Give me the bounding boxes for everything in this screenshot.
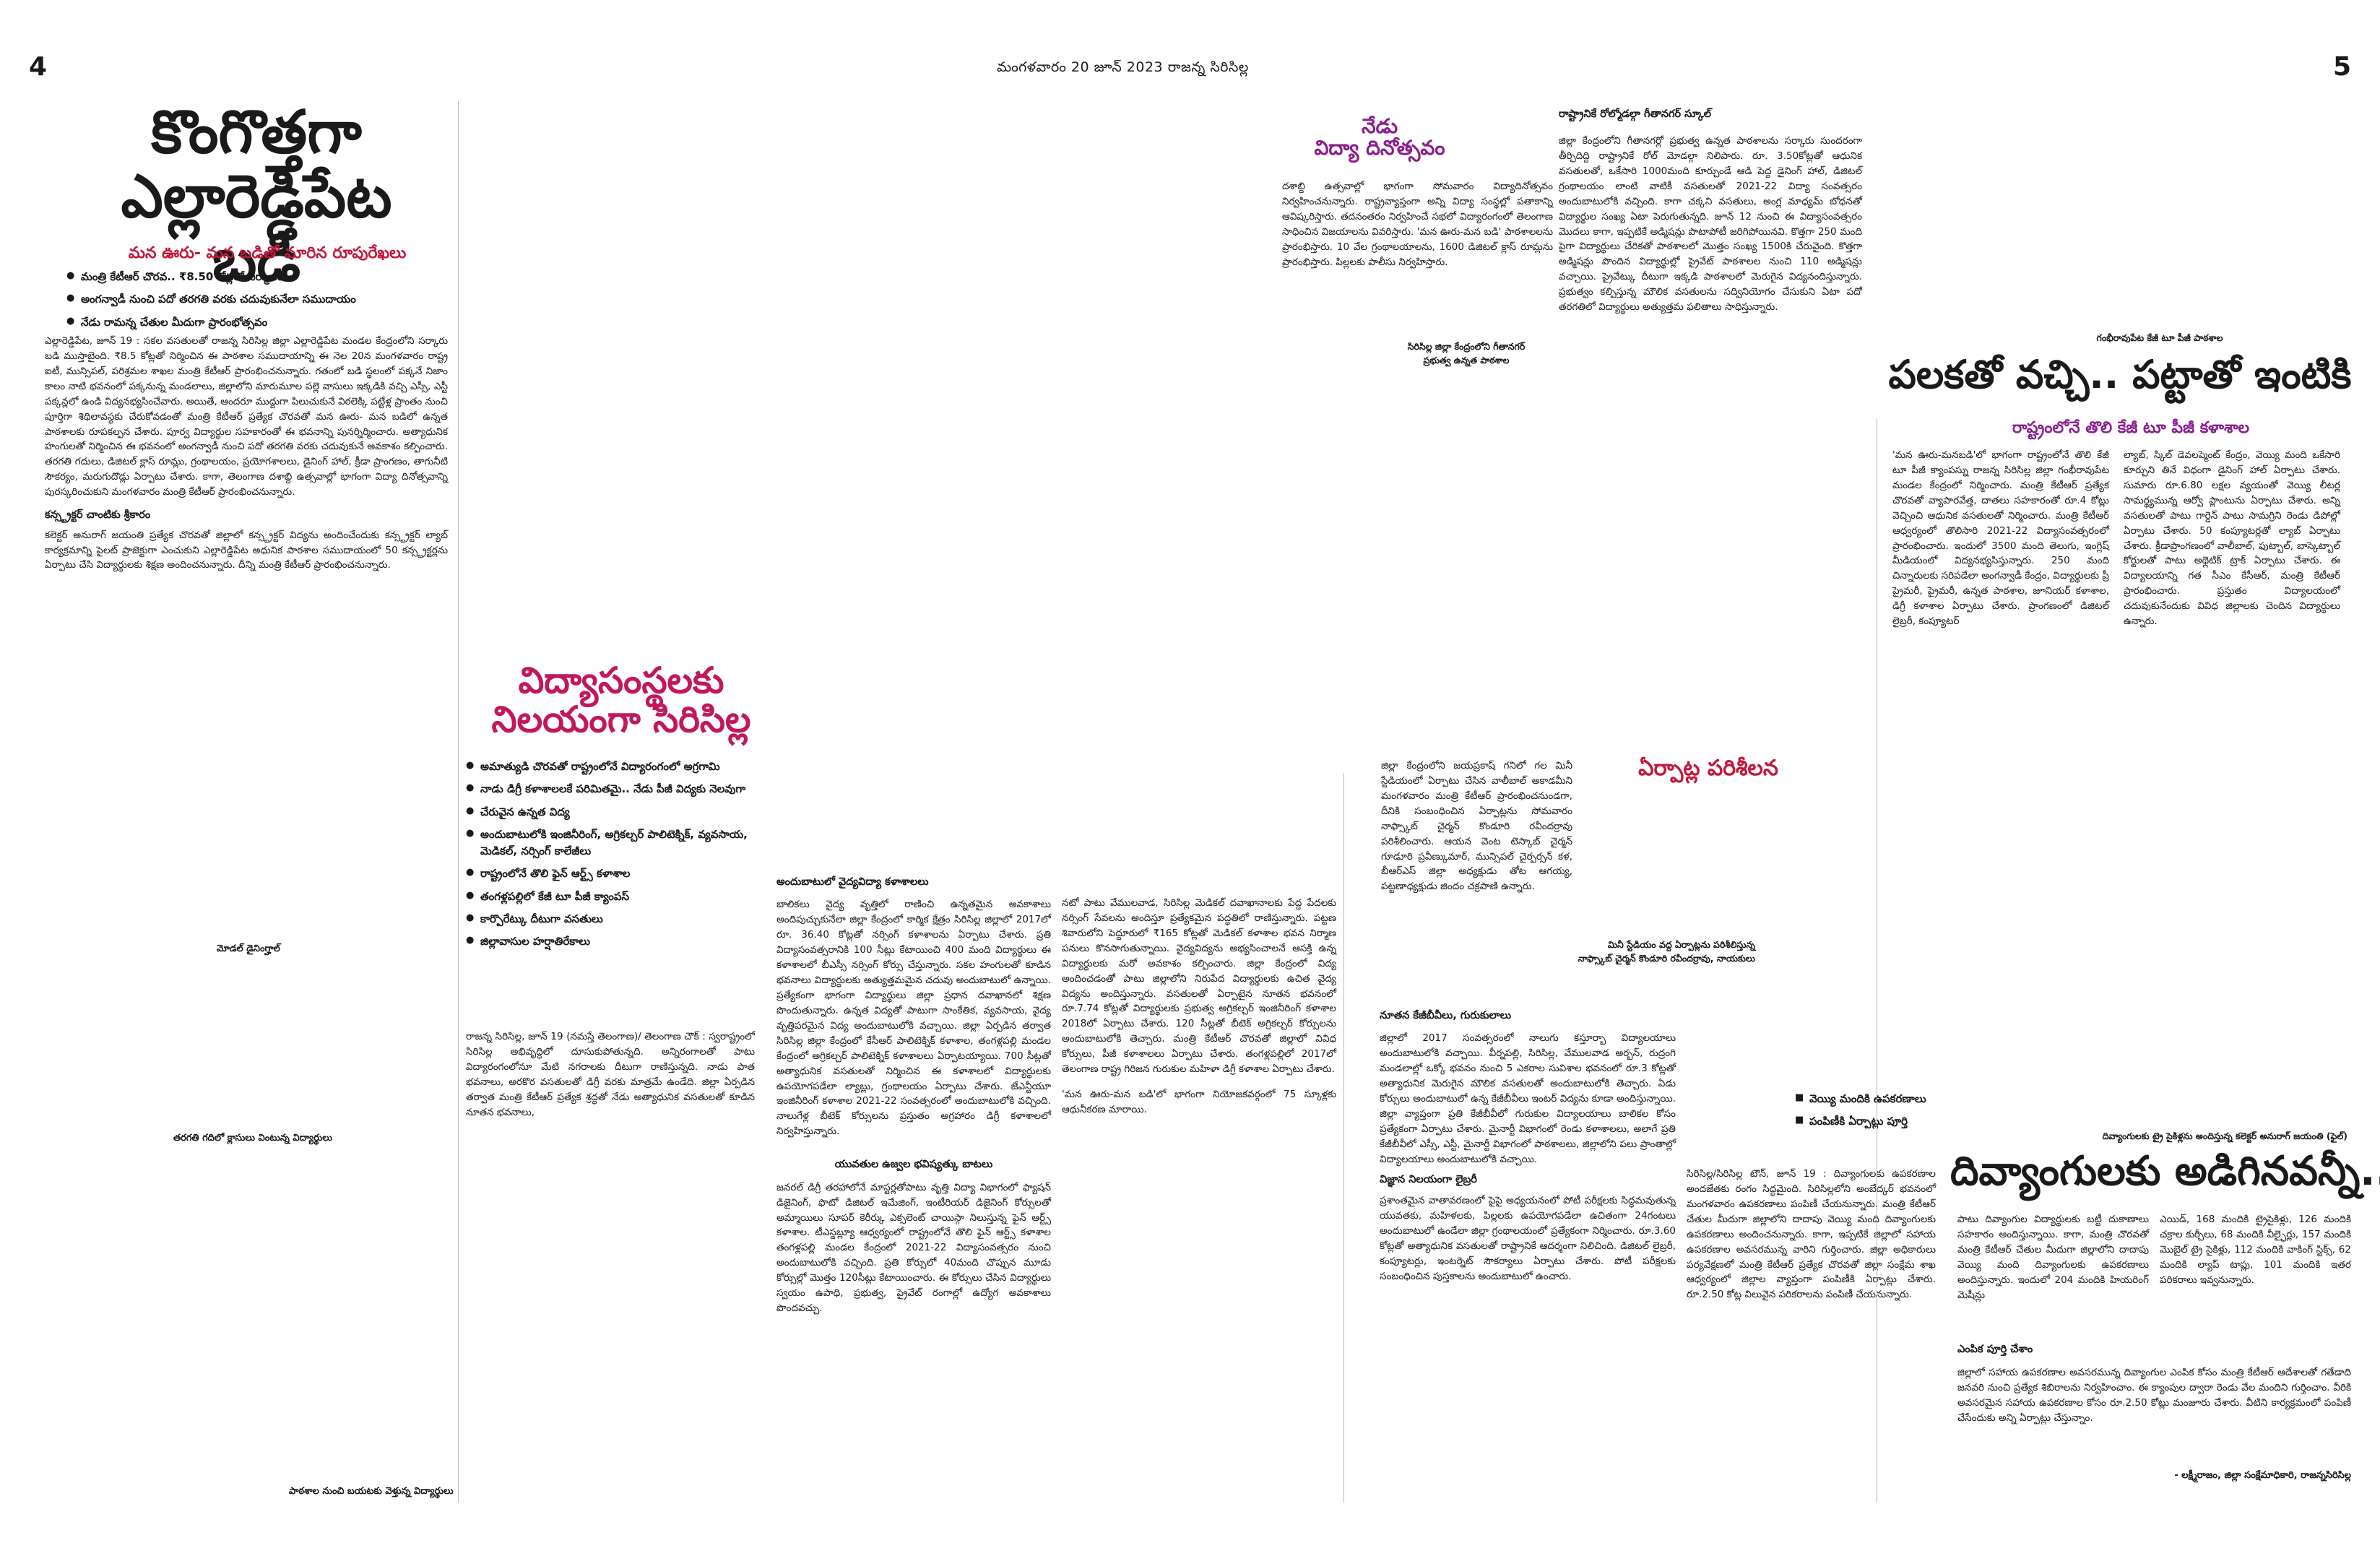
story2-bullet: అందుబాటులోకి ఇంజినీరింగ్, అగ్రికల్చర్ పా… bbox=[466, 826, 769, 860]
story1-headline: కొంగొత్తగా ఎల్లారెడ్డిపేట బడి bbox=[69, 98, 444, 295]
story3-caption-line1: సిరిసిల్ల జిల్లా కేంద్రంలోని గీతానగర్ bbox=[1407, 341, 1526, 352]
story3-photo-caption: సిరిసిల్ల జిల్లా కేంద్రంలోని గీతానగర్ ప్… bbox=[1365, 341, 1567, 368]
classroom-photo bbox=[45, 968, 449, 1127]
story3-headline-block: నేడు విద్యా దినోత్సవం bbox=[1297, 114, 1463, 160]
story6-body-2: ల్యాబ్, స్కిల్ డెవలప్మెంట్ కేంద్రం, వెయ్… bbox=[2124, 449, 2340, 628]
story4-body: జిల్లా కేంద్రంలోని గీతానగర్లో ప్రభుత్వ ఉ… bbox=[1559, 135, 1862, 314]
story7-byline: - లక్ష్మీరాజం, జిల్లా సంక్షేమాధికారి, రా… bbox=[2174, 1470, 2351, 1481]
story1-headline-line2: ఎల్లారెడ్డిపేట బడి bbox=[121, 162, 392, 295]
page-number-right: 5 bbox=[2333, 52, 2352, 82]
story2-bullet: తంగళ్లపల్లిలో కేజీ టూ పీజీ క్యాంపస్ bbox=[466, 889, 769, 905]
story2-headline-line1: విద్యాసంస్థలకు bbox=[518, 660, 724, 701]
story2-headline: విద్యాసంస్థలకు నిలయంగా సిరిసిల్ల bbox=[477, 661, 766, 739]
story2-bullets: అమాత్యుడి చొరవతో రాష్ట్రంలోనే విద్యారంగం… bbox=[466, 758, 769, 956]
story6-subheadline: రాష్ట్రంలోనే తొలి కేజీ టూ పీజీ కళాశాల bbox=[2012, 419, 2250, 437]
story2-bullet: జిల్లావాసుల హర్షాతిరేకాలు bbox=[466, 933, 769, 950]
story2-body-2: అందుబాటులో వైద్యవిద్యా కళాశాలలు బాలికలు … bbox=[776, 874, 1051, 1316]
story7-body-2: ఎయిడ్, 168 మందికి ట్రైసైకిళ్లు, 126 మంది… bbox=[2160, 1214, 2351, 1286]
story5-body-text-3: ప్రశాంతమైన వాతావరణంలో పైపై అధ్యయనంలో పోట… bbox=[1380, 1195, 1676, 1282]
story1-subheadline: మన ఊరు- మన బడితో మారిన రూపురేఖలు bbox=[128, 244, 407, 262]
story1-bullets: మంత్రి కేటీఆర్ చొరవ.. ₹8.50 కోట్లతో నిర్… bbox=[66, 269, 442, 337]
story2-body-text-2: బాలికలు వైద్య వృత్తిలో రాణించి ఉన్నతమైన … bbox=[776, 899, 1051, 1138]
dateline: మంగళవారం 20 జూన్ 2023 రాజన్న సిరిసిల్ల bbox=[997, 59, 1249, 75]
story1-bullet: మంత్రి కేటీఆర్ చొరవ.. ₹8.50 కోట్లతో నిర్… bbox=[66, 269, 442, 285]
story1-bullet: నేడు రామన్న చేతుల మీదుగా ప్రారంభోత్సవం bbox=[66, 314, 442, 331]
story3-body: దశాబ్ది ఉత్సవాల్లో భాగంగా సోమవారం విద్యా… bbox=[1282, 181, 1553, 268]
story6-headline: పలకతో వచ్చి.. పట్టాతో ఇంటికి bbox=[1888, 352, 2352, 397]
story3-headline: విద్యా దినోత్సవం bbox=[1314, 136, 1445, 160]
story2-bullet: నాడు డిగ్రీ కళాశాలలకే పరిమితమై.. నేడు పీ… bbox=[466, 781, 769, 798]
story6-kicker: గంభీరావుపేట కేజీ టూ పీజీ పాఠశాల bbox=[2096, 332, 2223, 343]
story7-kicker: దివ్యాంగులకు ట్రై సైకిళ్లను అందిస్తున్న … bbox=[2102, 1131, 2347, 1141]
story1-headline-line1: కొంగొత్తగా bbox=[151, 98, 362, 167]
page-number-left: 4 bbox=[29, 52, 48, 82]
story2-body-4: నటో పాటు వేములవాడ, సిరిసిల్ల మెడికల్ దవా… bbox=[1062, 896, 1336, 1118]
story5-photo-caption: మినీ స్టేడియం వద్ద ఏర్పాట్లను పరిశీలిస్త… bbox=[1452, 939, 1755, 967]
story5-body-text-2: జిల్లాలో 2017 సంవత్సరంలో నాలుగు కస్తూర్బ… bbox=[1380, 1032, 1676, 1165]
story2-body-text-4: నటో పాటు వేములవాడ, సిరిసిల్ల మెడికల్ దవా… bbox=[1062, 897, 1336, 1076]
story2-headline-line2: నిలయంగా సిరిసిల్ల bbox=[491, 699, 751, 740]
story5-body-4: సిరిసిల్ల/సిరిసిల్ల టౌన్, జూన్ 19 : దివ్… bbox=[1687, 1168, 1936, 1301]
story2-body-1: రాజన్న సిరిసిల్ల, జూన్ 19 (నమస్తే తెలంగా… bbox=[466, 1031, 755, 1118]
dining-hall-photo bbox=[45, 784, 449, 957]
story5-caption-line2: నాఫ్స్కాబ్ చైర్మన్ కొండూరి రవీందర్రావు, … bbox=[1578, 953, 1755, 964]
story7-body-3: జిల్లాలో సహాయ ఉపకరణాల అవసరమున్న దివ్యాంగ… bbox=[1957, 1367, 2351, 1424]
story1-subhead: కన్స్ట్రక్టర్ చాంటికు శ్రీకారం bbox=[45, 509, 151, 522]
story5-box-bullet: వెయ్యి మందికి ఉపకరణాలు bbox=[1795, 1091, 1954, 1107]
story5-body-2: నూతన కేజీబీవీలు, గురుకులాలు జిల్లాలో 201… bbox=[1380, 1008, 1676, 1284]
story1-bullet: అంగన్వాడీ నుంచి పదో తరగతి వరకు చదువుకునే… bbox=[66, 291, 442, 308]
school-exit-photo bbox=[45, 1156, 449, 1481]
column-rule bbox=[458, 101, 459, 1503]
story5-caption-line1: మినీ స్టేడియం వద్ద ఏర్పాట్లను పరిశీలిస్త… bbox=[1607, 939, 1755, 950]
story5-box-bullet: పంపిణీకి ఏర్పాట్లు పూర్తి bbox=[1795, 1113, 1954, 1130]
story7-subhead: ఎంపిక పూర్తి చేశాం bbox=[1957, 1344, 2033, 1355]
school-exit-caption: పాఠశాల నుంచి బయటకు వెళ్తున్న విద్యార్థుల… bbox=[289, 1486, 454, 1497]
story1-body-text: ఎల్లారెడ్డిపేట, జూన్ 19 : సకల వసతులతో రా… bbox=[45, 335, 448, 498]
story2-subhead-b: యువతుల ఉజ్వల భవిష్యత్కు బాటలు bbox=[834, 1159, 993, 1171]
story2-subhead-a: అందుబాటులో వైద్యవిద్యా కళాశాలలు bbox=[776, 876, 929, 888]
story2-bullet: రాష్ట్రంలోనే తొలి ఫైన్ ఆర్ట్స్ కళాశాల bbox=[466, 865, 769, 882]
story5-body: జిల్లా కేంద్రంలోని జయప్రకాష్ గనిలో గల మి… bbox=[1381, 760, 1572, 893]
story1-body: ఎల్లారెడ్డిపేట, జూన్ 19 : సకల వసతులతో రా… bbox=[45, 334, 448, 573]
story7-headline: దివ్యాంగులకు అడిగినవన్నీ.. bbox=[1950, 1148, 2380, 1195]
dining-hall-caption: మోడల్ డైనింగ్హాల్ bbox=[217, 943, 280, 954]
story1-body-text-2: కలెక్టర్ అనురాగ్ జయంతి ప్రత్యేక చొరవతో జ… bbox=[45, 529, 448, 571]
story5-subhead-b: విజ్ఞాన నిలయంగా లైబ్రరీ bbox=[1380, 1173, 1477, 1185]
story2-body-text-5: 'మన ఊరు-మన బడి'లో భాగంగా నియోజకవర్గంలో 7… bbox=[1062, 1089, 1336, 1115]
story6-body-1: 'మన ఊరు-మనబడి'లో భాగంగా రాష్ట్రంలోనే తొల… bbox=[1892, 449, 2109, 628]
story4-subhead: రాష్ట్రానికే రోల్మోడల్గా గీతానగర్ స్కూల్ bbox=[1559, 108, 1711, 120]
column-rule bbox=[1343, 773, 1344, 1503]
story3-caption-line2: ప్రభుత్వ ఉన్నత పాఠశాల bbox=[1423, 355, 1510, 366]
classroom-caption: తరగతి గదిలో క్లాసులు వింటున్న విద్యార్థు… bbox=[173, 1133, 333, 1144]
tricycle-photo bbox=[1954, 722, 2347, 1127]
stadium-photo bbox=[1051, 394, 1867, 740]
story7-body-1: పాటు దివ్యాంగుల విద్యార్థులకు బట్టీ దుకా… bbox=[1957, 1214, 2149, 1301]
story2-bullet: చేరువైన ఉన్నత విద్య bbox=[466, 804, 769, 821]
story2-bullet: అమాత్యుడి చొరవతో రాష్ట్రంలోనే విద్యారంగం… bbox=[466, 758, 769, 775]
story5-headline: ఏర్పాట్ల పరిశీలన bbox=[1638, 756, 1778, 781]
story3-kicker: నేడు bbox=[1361, 114, 1398, 138]
story2-bullet: కార్పొరేట్కు దీటుగా వసతులు bbox=[466, 911, 769, 928]
story2-body-text-3: జనరల్ డిగ్రీ తరహాలోనే మాస్టర్లతోపాటు వృత… bbox=[776, 1181, 1051, 1315]
story5-box-bullets: వెయ్యి మందికి ఉపకరణాలు పంపిణీకి ఏర్పాట్ల… bbox=[1795, 1091, 1954, 1136]
story5-subhead-a: నూతన కేజీబీవీలు, గురుకులాలు bbox=[1380, 1010, 1512, 1021]
